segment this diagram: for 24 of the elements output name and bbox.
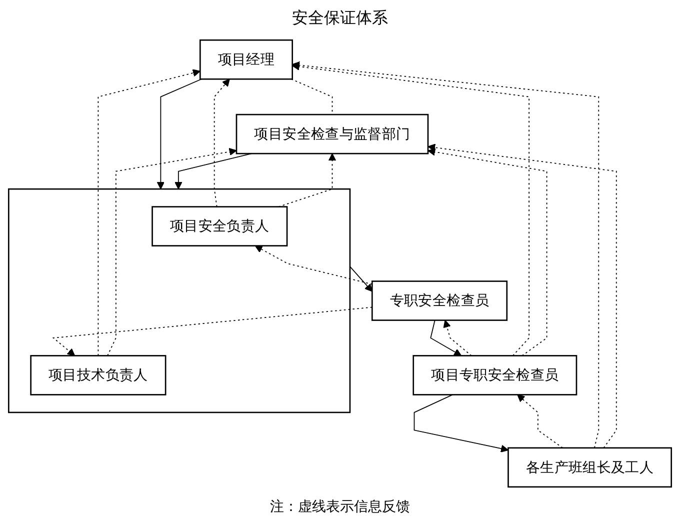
arrow bbox=[350, 266, 372, 292]
arrow bbox=[443, 320, 472, 356]
arrow bbox=[52, 306, 373, 356]
cluster bbox=[8, 188, 351, 414]
node-box: 项目安全检查与监督部门 bbox=[236, 114, 429, 154]
arrow bbox=[156, 78, 202, 190]
arrow bbox=[107, 148, 237, 356]
arrow bbox=[430, 320, 462, 356]
node-box: 项目经理 bbox=[199, 39, 294, 80]
arrow bbox=[214, 78, 230, 208]
node-box: 项目安全负责人 bbox=[152, 206, 288, 246]
arrow bbox=[254, 245, 373, 285]
node-box: 各生产班组长及工人 bbox=[508, 447, 672, 488]
diagram-title: 安全保证体系 bbox=[292, 8, 388, 29]
arrow bbox=[98, 69, 200, 356]
arrow bbox=[292, 61, 600, 448]
node-box: 项目技术负责人 bbox=[30, 355, 166, 396]
node-box: 项目专职安全检查员 bbox=[412, 355, 578, 396]
arrow bbox=[428, 144, 617, 448]
arrow bbox=[292, 62, 530, 356]
caption: 注：虚线表示信息反馈 bbox=[270, 498, 410, 516]
node-box: 专职安全检查员 bbox=[371, 280, 508, 321]
arrow bbox=[428, 148, 548, 356]
arrow bbox=[414, 394, 509, 452]
